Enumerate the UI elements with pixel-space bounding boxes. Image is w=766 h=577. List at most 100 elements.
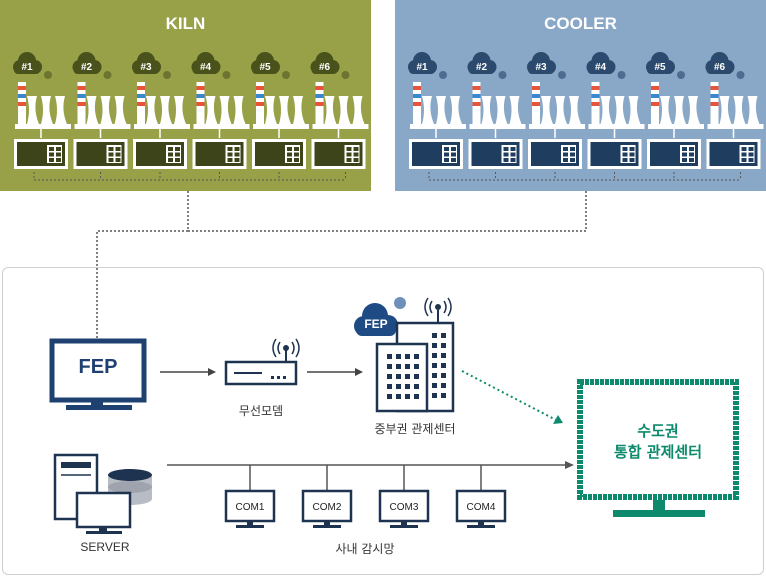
- factory-chimney-icon: [193, 82, 250, 138]
- kiln-unit: #6: [310, 52, 369, 169]
- building-window: [387, 374, 392, 379]
- building-window: [396, 364, 401, 369]
- fep-monitor: [49, 338, 147, 410]
- smoke-cloud-icon: [132, 52, 171, 79]
- com-monitor-label: COM1: [236, 502, 265, 513]
- smoke-cloud-icon: [251, 52, 290, 79]
- internal-network-label: 사내 감시망: [335, 542, 395, 556]
- building-window: [396, 384, 401, 389]
- cooler-unit: #5: [646, 52, 704, 169]
- control-panel-icon: [14, 139, 68, 169]
- building-window: [396, 354, 401, 359]
- kiln-unit: #3: [132, 52, 190, 169]
- factory-chimney-icon: [134, 82, 190, 138]
- cooler-link-line: [188, 191, 587, 232]
- building-window: [396, 394, 401, 399]
- building-window: [414, 394, 419, 399]
- kiln-unit-label: #2: [81, 62, 93, 73]
- cooler-unit-label: #2: [476, 62, 488, 73]
- modem-to-center-arrow: [307, 368, 363, 376]
- building-window: [432, 373, 437, 378]
- internal-network-bus: [167, 461, 574, 469]
- fep-cloud-label: FEP: [364, 317, 388, 331]
- cooler-unit: #6: [705, 52, 764, 169]
- kiln-unit: #4: [191, 52, 250, 169]
- building-window: [441, 343, 446, 348]
- building-window: [414, 384, 419, 389]
- kiln-title: KILN: [165, 14, 206, 33]
- cooler-unit-label: #5: [654, 62, 666, 73]
- factory-chimney-icon: [312, 82, 369, 138]
- factory-chimney-icon: [648, 82, 704, 138]
- smoke-cloud-icon: [646, 52, 685, 79]
- com-monitor: COM1: [224, 465, 276, 528]
- server-label: SERVER: [80, 540, 130, 554]
- control-panel-icon: [133, 139, 187, 169]
- com-monitor-label: COM4: [467, 502, 496, 513]
- building-window: [405, 394, 410, 399]
- panel-interconnect-line: [33, 172, 346, 181]
- com-monitor: COM4: [455, 465, 507, 528]
- com-monitor: COM2: [301, 465, 353, 528]
- control-panel-icon: [252, 139, 306, 169]
- control-panel-icon: [73, 139, 128, 169]
- kiln-units: #1#2#3#4#5#6: [13, 52, 369, 181]
- building-window: [432, 363, 437, 368]
- smoke-cloud-icon: [408, 52, 447, 79]
- building-window: [441, 333, 446, 338]
- building-window: [432, 333, 437, 338]
- cooler-unit-label: #3: [535, 62, 547, 73]
- panel-interconnect-line: [428, 172, 741, 181]
- control-panel-icon: [468, 139, 523, 169]
- building-window: [405, 354, 410, 359]
- modem-label: 무선모뎀: [238, 404, 284, 418]
- com-monitor-label: COM2: [313, 502, 342, 513]
- kiln-unit-label: #1: [21, 62, 33, 73]
- cooler-title: COOLER: [544, 14, 617, 33]
- factory-chimney-icon: [410, 82, 466, 138]
- smoke-cloud-icon: [72, 52, 112, 79]
- factory-chimney-icon: [588, 82, 645, 138]
- fep-cloud-icon: [354, 297, 406, 336]
- kiln-link-line: [96, 191, 189, 340]
- capital-center-line2: 통합 관제센터: [613, 443, 703, 461]
- kiln-unit-label: #4: [200, 62, 212, 73]
- kiln-unit: #1: [13, 52, 71, 169]
- building-window: [396, 374, 401, 379]
- smoke-cloud-icon: [191, 52, 231, 79]
- building-window: [387, 384, 392, 389]
- factory-chimney-icon: [707, 82, 764, 138]
- cooler-unit-label: #6: [714, 62, 726, 73]
- control-panel-icon: [587, 139, 642, 169]
- building-window: [387, 354, 392, 359]
- building-window: [441, 383, 446, 388]
- smoke-cloud-icon: [467, 52, 507, 79]
- wireless-modem-icon: [224, 338, 300, 386]
- com-monitor-label: COM3: [390, 502, 419, 513]
- smoke-cloud-icon: [310, 52, 350, 79]
- cooler-unit: #3: [527, 52, 585, 169]
- control-panel-icon: [311, 139, 366, 169]
- factory-chimney-icon: [469, 82, 526, 138]
- cooler-units: #1#2#3#4#5#6: [408, 52, 764, 181]
- building-window: [414, 374, 419, 379]
- control-panel-icon: [528, 139, 582, 169]
- smoke-cloud-icon: [527, 52, 566, 79]
- kiln-unit-label: #6: [319, 62, 331, 73]
- smoke-cloud-icon: [586, 52, 626, 79]
- building-window: [441, 353, 446, 358]
- regional-center-building: [354, 297, 455, 413]
- building-window: [405, 384, 410, 389]
- factory-chimney-icon: [74, 82, 131, 138]
- kiln-unit-label: #3: [140, 62, 152, 73]
- smoke-cloud-icon: [705, 52, 745, 79]
- building-window: [432, 343, 437, 348]
- cooler-unit: #4: [586, 52, 645, 169]
- building-window: [414, 354, 419, 359]
- kiln-unit: #2: [72, 52, 131, 169]
- control-panel-icon: [409, 139, 463, 169]
- com-monitor: COM3: [378, 465, 430, 528]
- building-window: [387, 364, 392, 369]
- building-window: [441, 363, 446, 368]
